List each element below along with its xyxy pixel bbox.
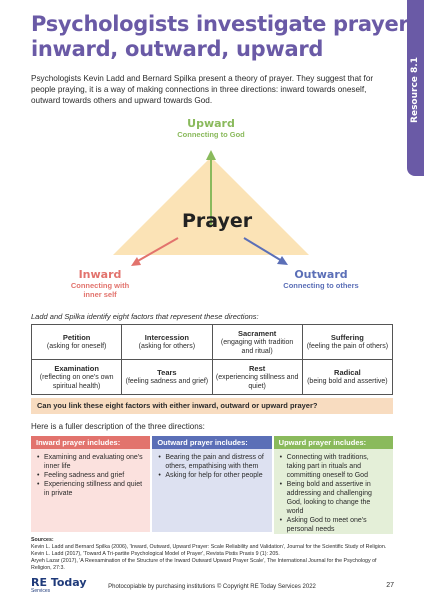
factor-desc: (feeling the pain of others) (306, 343, 389, 350)
outward-name: Outward (294, 268, 348, 281)
question-banner: Can you link these eight factors with ei… (31, 398, 393, 414)
factor-desc: (asking for oneself) (46, 343, 107, 350)
factor-desc: (engaging with tradition and ritual) (220, 338, 294, 355)
list-item: Examining and evaluating one's inner lif… (36, 453, 145, 471)
factor-cell: Rest(experiencing stillness and quiet) (211, 359, 303, 395)
logo-subtext: Services (31, 588, 51, 594)
table-row: Examination(reflecting on one's own spir… (30, 359, 394, 395)
inward-label: Inward Connecting with inner self (60, 268, 140, 299)
inward-sub-line-2: inner self (83, 290, 117, 299)
outward-label: Outward Connecting to others (276, 268, 366, 290)
source-line: Kevin L. Ladd and Bernard Spilka (2006),… (31, 544, 387, 550)
outward-column-body: Bearing the pain and distress of others,… (152, 449, 272, 532)
factor-name: Tears (157, 368, 177, 377)
factor-cell: Tears(feeling sadness and grief) (121, 359, 213, 395)
list-item: Bearing the pain and distress of others,… (157, 453, 266, 471)
inward-column-heading: Inward prayer includes: (31, 436, 151, 449)
factor-name: Suffering (330, 333, 364, 342)
factor-name: Intercession (144, 333, 189, 342)
factor-desc: (experiencing stillness and quiet) (215, 373, 299, 390)
factor-desc: (feeling sadness and grief) (125, 378, 209, 385)
factor-desc: (being bold and assertive) (307, 378, 388, 385)
upward-arrowhead-icon (206, 150, 216, 160)
source-line: Aryeh Lazar (2017), 'A Reexamination of … (31, 558, 377, 571)
diagram-center-word: Prayer (182, 210, 253, 232)
upward-sub: Connecting to God (177, 130, 245, 139)
outward-column-heading: Outward prayer includes: (152, 436, 272, 449)
factor-cell: Petition(asking for oneself) (30, 324, 123, 360)
inward-arrow-line (135, 237, 179, 263)
page-number: 27 (386, 582, 394, 589)
sources-section: Sources: Kevin L. Ladd and Bernard Spilk… (31, 537, 393, 572)
list-item: Connecting with traditions, taking part … (279, 453, 388, 480)
upward-label: Upward Connecting to God (161, 117, 261, 139)
copyright-notice: Photocopiable by purchasing institutions… (108, 584, 316, 590)
factor-name: Rest (248, 363, 266, 373)
inward-list: Examining and evaluating one's inner lif… (36, 453, 145, 498)
source-line: Kevin L. Ladd (2017), 'Toward A Tri-part… (31, 551, 280, 557)
outward-arrowhead-icon (277, 256, 288, 265)
list-item: Asking God to meet one's personal needs (279, 516, 388, 534)
title-line-1: Psychologists investigate prayer: (31, 12, 417, 36)
upward-column: Upward prayer includes: Connecting with … (273, 436, 393, 534)
list-item: Experiencing stillness and quiet in priv… (36, 480, 145, 498)
list-item: Asking for help for other people (157, 471, 266, 480)
factor-desc: (reflecting on one's own spiritual healt… (39, 373, 114, 390)
factors-caption: Ladd and Spilka identify eight factors t… (31, 312, 259, 321)
factor-cell: Suffering(feeling the pain of others) (301, 324, 394, 360)
list-item: Being bold and assertive in addressing a… (279, 480, 388, 516)
factor-cell: Examination(reflecting on one's own spir… (30, 359, 123, 395)
sources-heading: Sources: (31, 537, 54, 543)
outward-list: Bearing the pain and distress of others,… (157, 453, 266, 480)
logo-text: RE Today (31, 576, 87, 589)
title-line-2: inward, outward, upward (31, 37, 324, 61)
direction-columns: Inward prayer includes: Examining and ev… (31, 436, 393, 534)
intro-paragraph: Psychologists Kevin Ladd and Bernard Spi… (31, 74, 374, 105)
factor-name: Examination (54, 363, 99, 373)
fuller-description-intro: Here is a fuller description of the thre… (31, 422, 205, 431)
outward-arrow-line (243, 237, 283, 262)
factors-table: Petition(asking for oneself) Intercessio… (30, 324, 394, 395)
outward-column: Outward prayer includes: Bearing the pai… (152, 436, 272, 532)
re-today-logo: RE Today Services (31, 577, 87, 594)
side-tab-bar (407, 0, 424, 176)
factor-cell: Radical(being bold and assertive) (301, 359, 394, 395)
outward-sub: Connecting to others (283, 281, 359, 290)
list-item: Feeling sadness and grief (36, 471, 145, 480)
resource-side-tab: Resource 8.1 (404, 0, 424, 600)
factor-cell: Intercession(asking for others) (121, 324, 213, 360)
table-row: Petition(asking for oneself) Intercessio… (30, 324, 394, 360)
inward-name: Inward (78, 268, 122, 281)
factor-name: Sacrament (237, 328, 277, 338)
inward-sub-line-1: Connecting with (70, 281, 130, 290)
factor-desc: (asking for others) (138, 343, 196, 350)
upward-list: Connecting with traditions, taking part … (279, 453, 388, 534)
inward-column: Inward prayer includes: Examining and ev… (31, 436, 151, 532)
inward-column-body: Examining and evaluating one's inner lif… (31, 449, 151, 532)
factor-cell: Sacrament(engaging with tradition and ri… (211, 324, 303, 360)
upward-column-body: Connecting with traditions, taking part … (273, 449, 393, 534)
upward-column-heading: Upward prayer includes: (273, 436, 393, 449)
factor-name: Petition (62, 333, 91, 342)
page-title: Psychologists investigate prayer: inward… (31, 12, 417, 62)
factor-name: Radical (334, 368, 361, 377)
upward-name: Upward (187, 117, 235, 130)
inward-arrowhead-icon (131, 257, 141, 266)
